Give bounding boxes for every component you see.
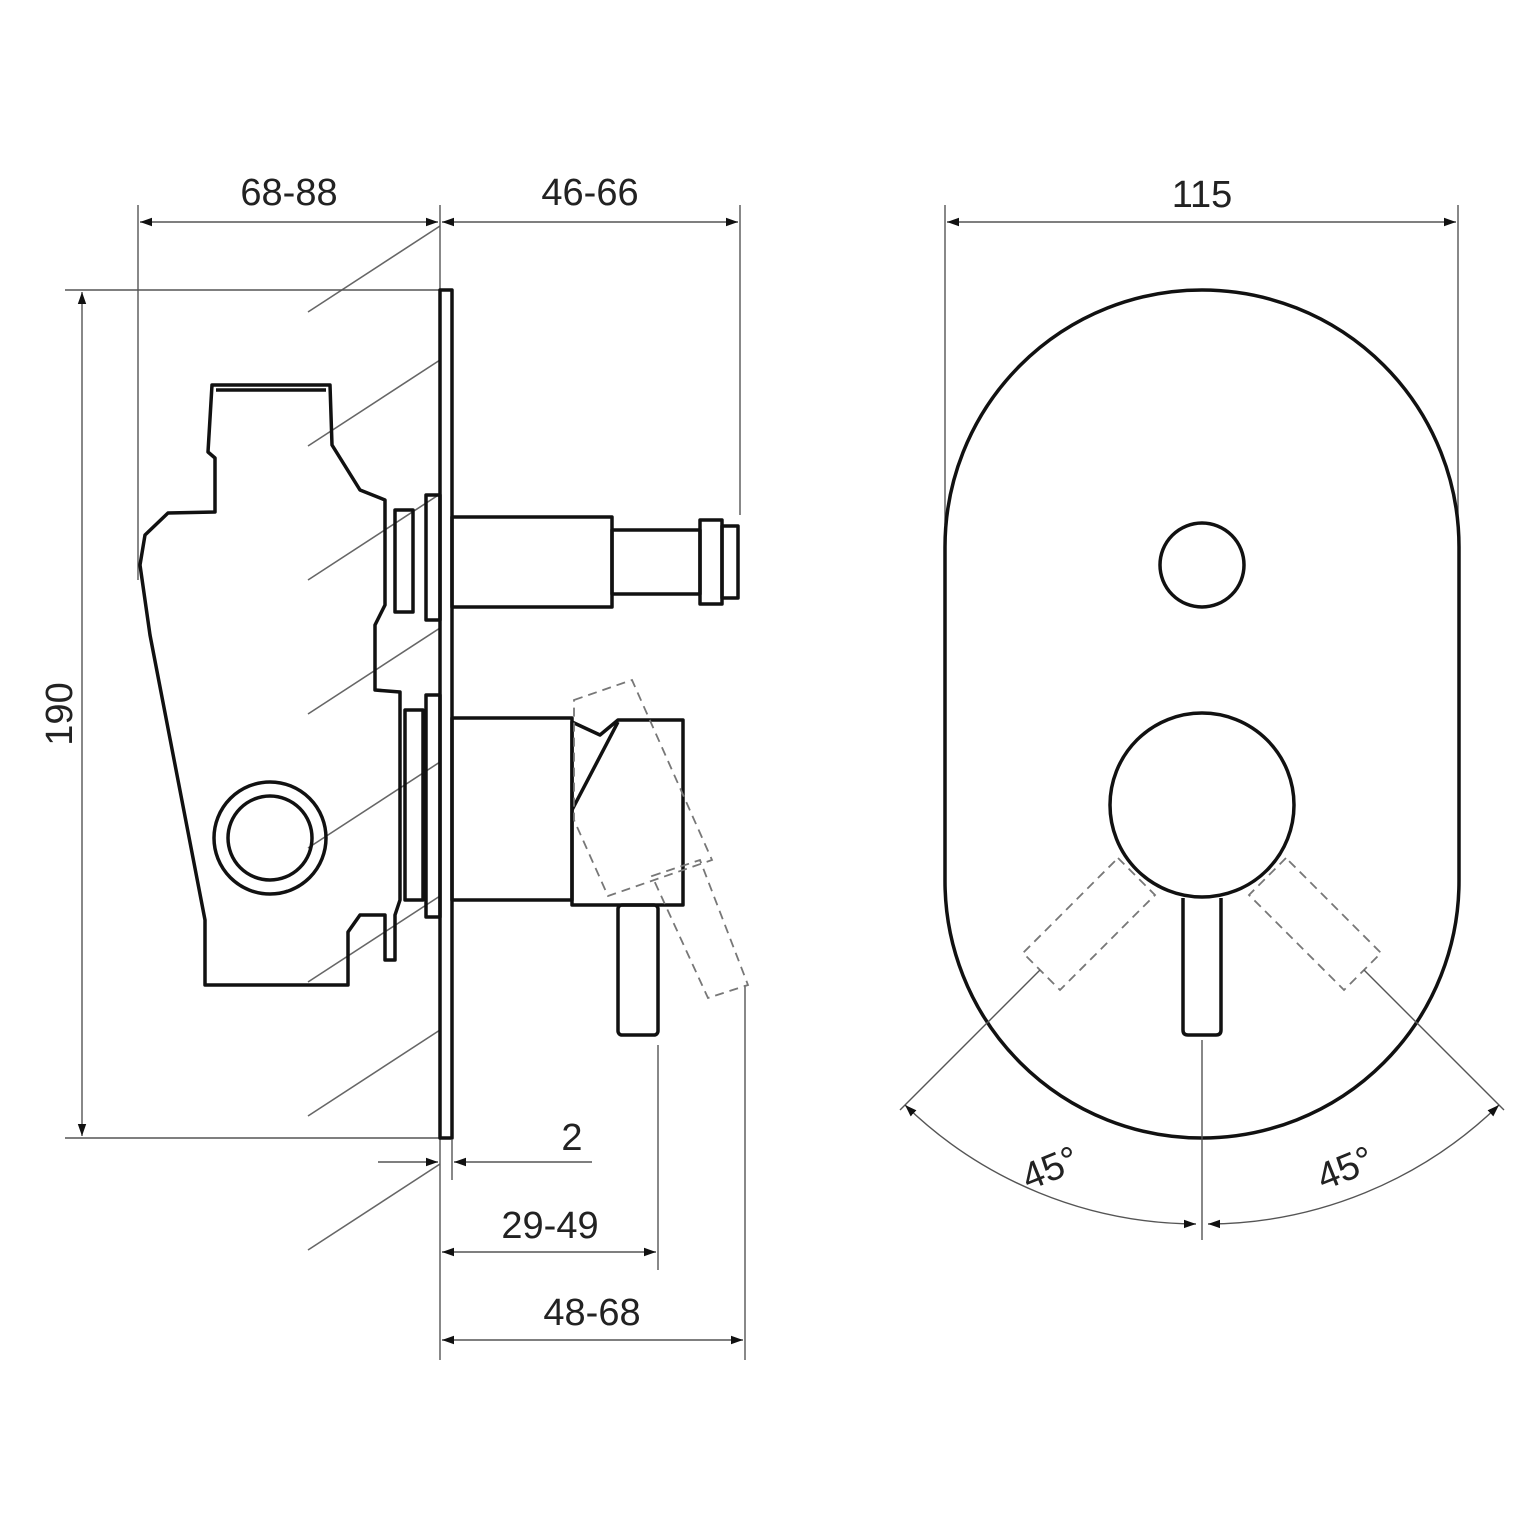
dim-label-angle-right: 45°	[1311, 1139, 1380, 1199]
dim-plate-thickness: 2	[378, 1117, 592, 1167]
lever-handle	[1181, 898, 1223, 1037]
wall-hatching	[307, 225, 441, 1251]
dim-label-lever-projection: 29-49	[501, 1205, 598, 1247]
dim-body-depth: 68-88	[140, 172, 438, 227]
dim-label-spindle-projection: 46-66	[541, 172, 638, 214]
dim-spindle-projection: 46-66	[442, 172, 738, 227]
dim-label-body-depth: 68-88	[240, 172, 337, 214]
dim-label-plate-width: 115	[1172, 174, 1233, 216]
lever-mixer	[403, 678, 750, 1037]
dim-label-max-projection: 48-68	[543, 1292, 640, 1334]
outlet-port-inner	[226, 794, 314, 882]
front-view: 115 45° 45°	[899, 174, 1505, 1240]
dim-label-total-height: 190	[39, 682, 81, 745]
lever-hub	[1108, 711, 1296, 899]
valve-body	[138, 383, 402, 987]
dim-label-plate-thickness: 2	[561, 1117, 582, 1159]
side-view: 68-88 46-66 190 2 29-49 48-68	[39, 172, 750, 1360]
dim-lever-projection: 29-49	[442, 1205, 656, 1257]
dim-total-height: 190	[39, 292, 87, 1136]
lever-rotation-positions	[1021, 856, 1383, 992]
dim-max-projection: 48-68	[442, 1292, 743, 1345]
diverter-spindle	[393, 493, 740, 622]
angle-arcs	[904, 1104, 1500, 1229]
dim-plate-width: 115	[947, 174, 1456, 227]
diverter-knob	[1158, 521, 1246, 609]
angle-lines	[899, 969, 1505, 1240]
mounting-plate	[438, 288, 454, 1140]
outlet-port-outer	[212, 780, 328, 896]
lever-alt-position	[573, 678, 714, 898]
dim-label-angle-left: 45°	[1016, 1139, 1085, 1199]
